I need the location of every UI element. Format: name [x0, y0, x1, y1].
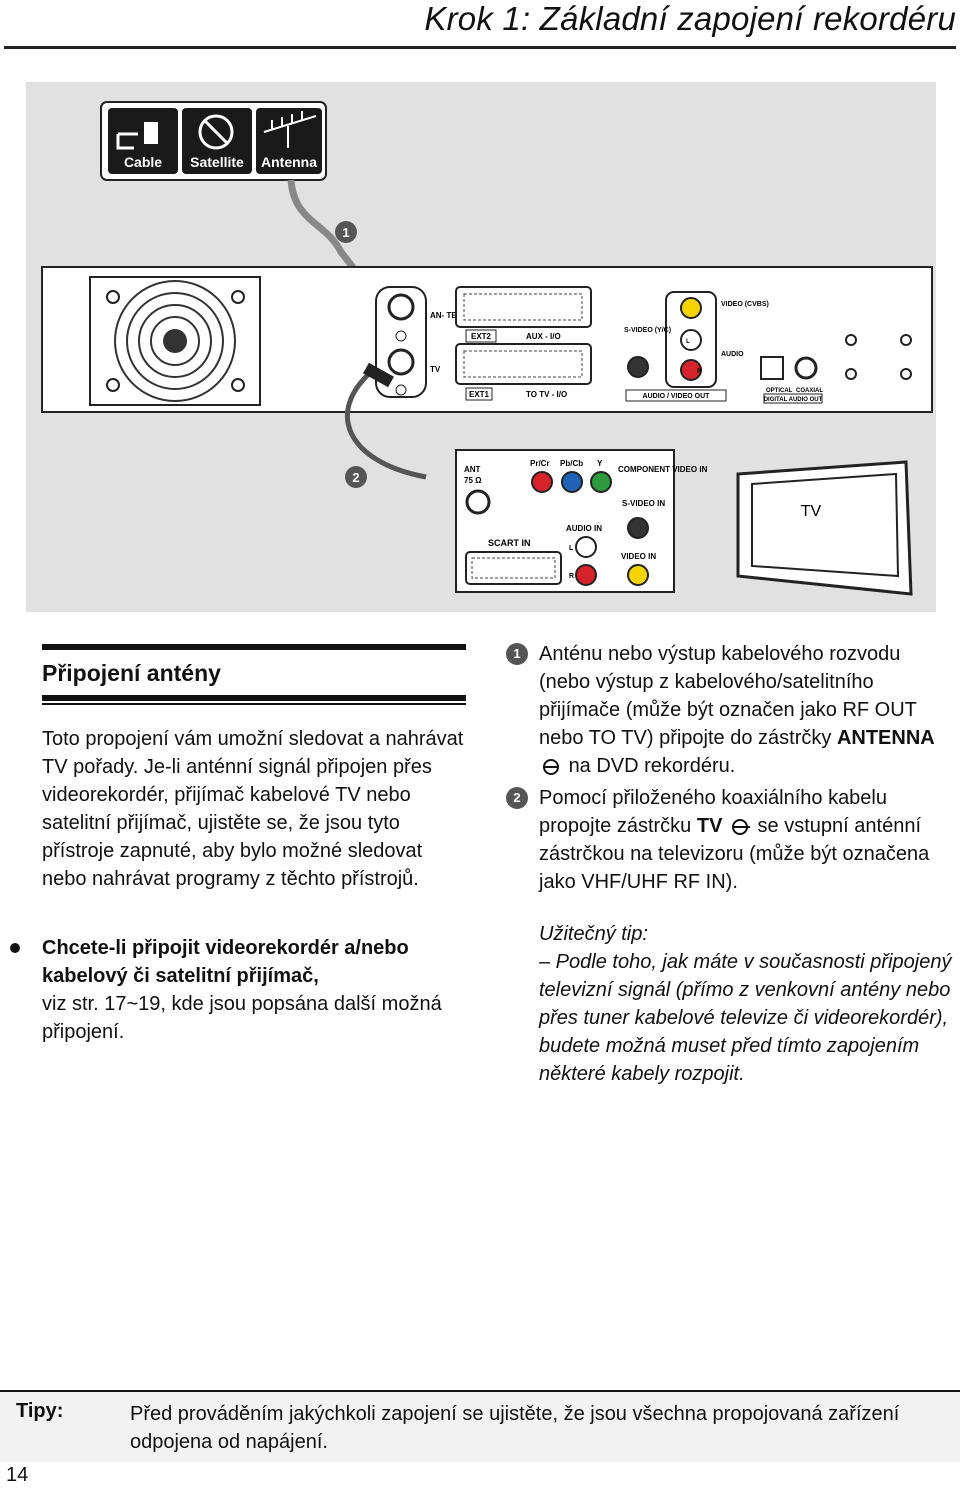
- audio-r-jack: [680, 359, 702, 381]
- svg-text:TV: TV: [801, 503, 822, 520]
- antenna-jack-ref: ANTENNA: [836, 727, 935, 749]
- tv-audio-r-jack: [575, 564, 597, 586]
- svg-text:75 Ω: 75 Ω: [464, 476, 482, 485]
- tv-input-panel: ANT 75 Ω Pr/Cr Pb/Cb Y COMPONENT VIDEO I…: [455, 449, 708, 593]
- svg-text:S-VIDEO IN: S-VIDEO IN: [622, 499, 665, 508]
- optical-out: [760, 356, 784, 380]
- cable-icon: [108, 108, 178, 174]
- tv-video-jack: [627, 564, 649, 586]
- svg-text:L: L: [686, 339, 690, 345]
- svg-text:TO TV - I/O: TO TV - I/O: [526, 390, 567, 399]
- step-2: 2 Pomocí přiloženého koaxiálního kabelu …: [506, 784, 956, 896]
- step-badge-1: [335, 221, 357, 243]
- page-number: 14: [6, 1464, 29, 1486]
- svg-text:VIDEO (CVBS): VIDEO (CVBS): [721, 301, 769, 308]
- page-title: Krok 1: Základní zapojení rekordéru: [424, 0, 956, 37]
- tv-jack-label: TV: [430, 365, 441, 374]
- svg-text:AUX - I/O: AUX - I/O: [526, 332, 561, 341]
- step-2-badge: 2: [506, 787, 528, 809]
- component-y-jack: [590, 471, 612, 493]
- svg-text:AUDIO IN: AUDIO IN: [566, 524, 602, 533]
- tv-svideo-jack: [627, 517, 649, 539]
- svg-text:DIGITAL AUDIO OUT: DIGITAL AUDIO OUT: [764, 397, 823, 403]
- svg-text:COMPONENT VIDEO IN: COMPONENT VIDEO IN: [618, 465, 708, 474]
- svg-text:Y: Y: [597, 459, 603, 468]
- section-rule-bottom: [42, 695, 466, 701]
- source-satellite-label: Satellite: [190, 154, 244, 170]
- antenna-cable: [287, 179, 379, 300]
- coaxial-cable: [344, 370, 427, 480]
- svg-text:S-VIDEO (Y/C): S-VIDEO (Y/C): [624, 327, 671, 334]
- antenna-section: Připojení antény Toto propojení vám umož…: [42, 644, 466, 893]
- bullet-bold: Chcete-li připojit videorekordér a/nebo …: [42, 937, 409, 987]
- tv-jack-ref: TV: [696, 815, 723, 837]
- section-intro: Toto propojení vám umožní sledovat a nah…: [42, 728, 464, 890]
- svg-text:ANT: ANT: [464, 465, 481, 474]
- video-out-jack: [680, 297, 702, 319]
- svg-text:2: 2: [352, 470, 359, 485]
- useful-tip: Užitečný tip: – Podle toho, jak máte v s…: [506, 920, 956, 1088]
- svg-text:1: 1: [342, 225, 349, 240]
- svg-text:R: R: [569, 573, 574, 580]
- section-title: Připojení antény: [42, 660, 221, 686]
- svideo-out-jack: [627, 356, 649, 378]
- tip-title: Užitečný tip:: [539, 923, 648, 945]
- svg-text:SCART IN: SCART IN: [488, 538, 531, 548]
- svg-text:Pb/Cb: Pb/Cb: [560, 459, 583, 468]
- svg-text:Pr/Cr: Pr/Cr: [530, 459, 550, 468]
- tips-label: Tipy:: [16, 1400, 64, 1422]
- svg-text:L: L: [569, 545, 574, 552]
- satellite-icon: [182, 108, 252, 174]
- coaxial-out: [794, 356, 818, 380]
- tips-text: Před prováděním jakýchkoli zapojení se u…: [130, 1403, 900, 1453]
- component-pr-jack: [531, 471, 553, 493]
- tv-audio-l-jack: [575, 536, 597, 558]
- svg-text:R: R: [697, 369, 702, 375]
- svg-text:EXT2: EXT2: [471, 332, 492, 341]
- tv-ant-jack: [465, 489, 491, 515]
- step-badge-2: [345, 466, 367, 488]
- tips-bar: Tipy: Před prováděním jakýchkoli zapojen…: [0, 1390, 960, 1462]
- svg-text:COAXIAL: COAXIAL: [796, 388, 823, 394]
- component-pb-jack: [561, 471, 583, 493]
- instructions: 1 Anténu nebo výstup kabelového rozvodu …: [506, 640, 956, 1088]
- rf-out-icon: [731, 818, 750, 835]
- antenna-jack-label: AN- TENNA: [430, 311, 474, 320]
- svg-text:AUDIO: AUDIO: [721, 351, 744, 358]
- svg-text:EXT1: EXT1: [469, 390, 490, 399]
- section-rule-top: [42, 644, 466, 650]
- title-rule: [4, 46, 956, 49]
- tip-text: – Podle toho, jak máte v současnosti při…: [539, 951, 952, 1085]
- bullet-rest: viz str. 17~19, kde jsou popsána další m…: [42, 993, 442, 1043]
- step-1-badge: 1: [506, 643, 528, 665]
- recorder-rear-panel: AN- TENNA TV EXT2 AUX - I/O EXT1 TO TV -…: [41, 266, 933, 480]
- antenna-in-icon: [543, 758, 559, 775]
- svg-text:OPTICAL: OPTICAL: [766, 388, 793, 394]
- television: TV: [736, 460, 913, 596]
- source-cable-label: Cable: [124, 154, 162, 170]
- antenna-in-jack: [387, 293, 415, 321]
- audio-l-jack: [680, 329, 702, 351]
- step-1: 1 Anténu nebo výstup kabelového rozvodu …: [506, 640, 956, 780]
- bullet-icon: [10, 943, 20, 953]
- bullet-note: Chcete-li připojit videorekordér a/nebo …: [10, 934, 470, 1046]
- source-antenna-label: Antenna: [261, 154, 317, 170]
- tv-out-jack: [387, 348, 415, 376]
- svg-text:VIDEO IN: VIDEO IN: [621, 552, 656, 561]
- signal-source-panel: Cable Satellite Antenna: [100, 101, 327, 181]
- svg-text:AUDIO / VIDEO OUT: AUDIO / VIDEO OUT: [643, 393, 711, 400]
- connection-diagram: Cable Satellite Antenna 1 AN- TENNA TV: [26, 82, 936, 612]
